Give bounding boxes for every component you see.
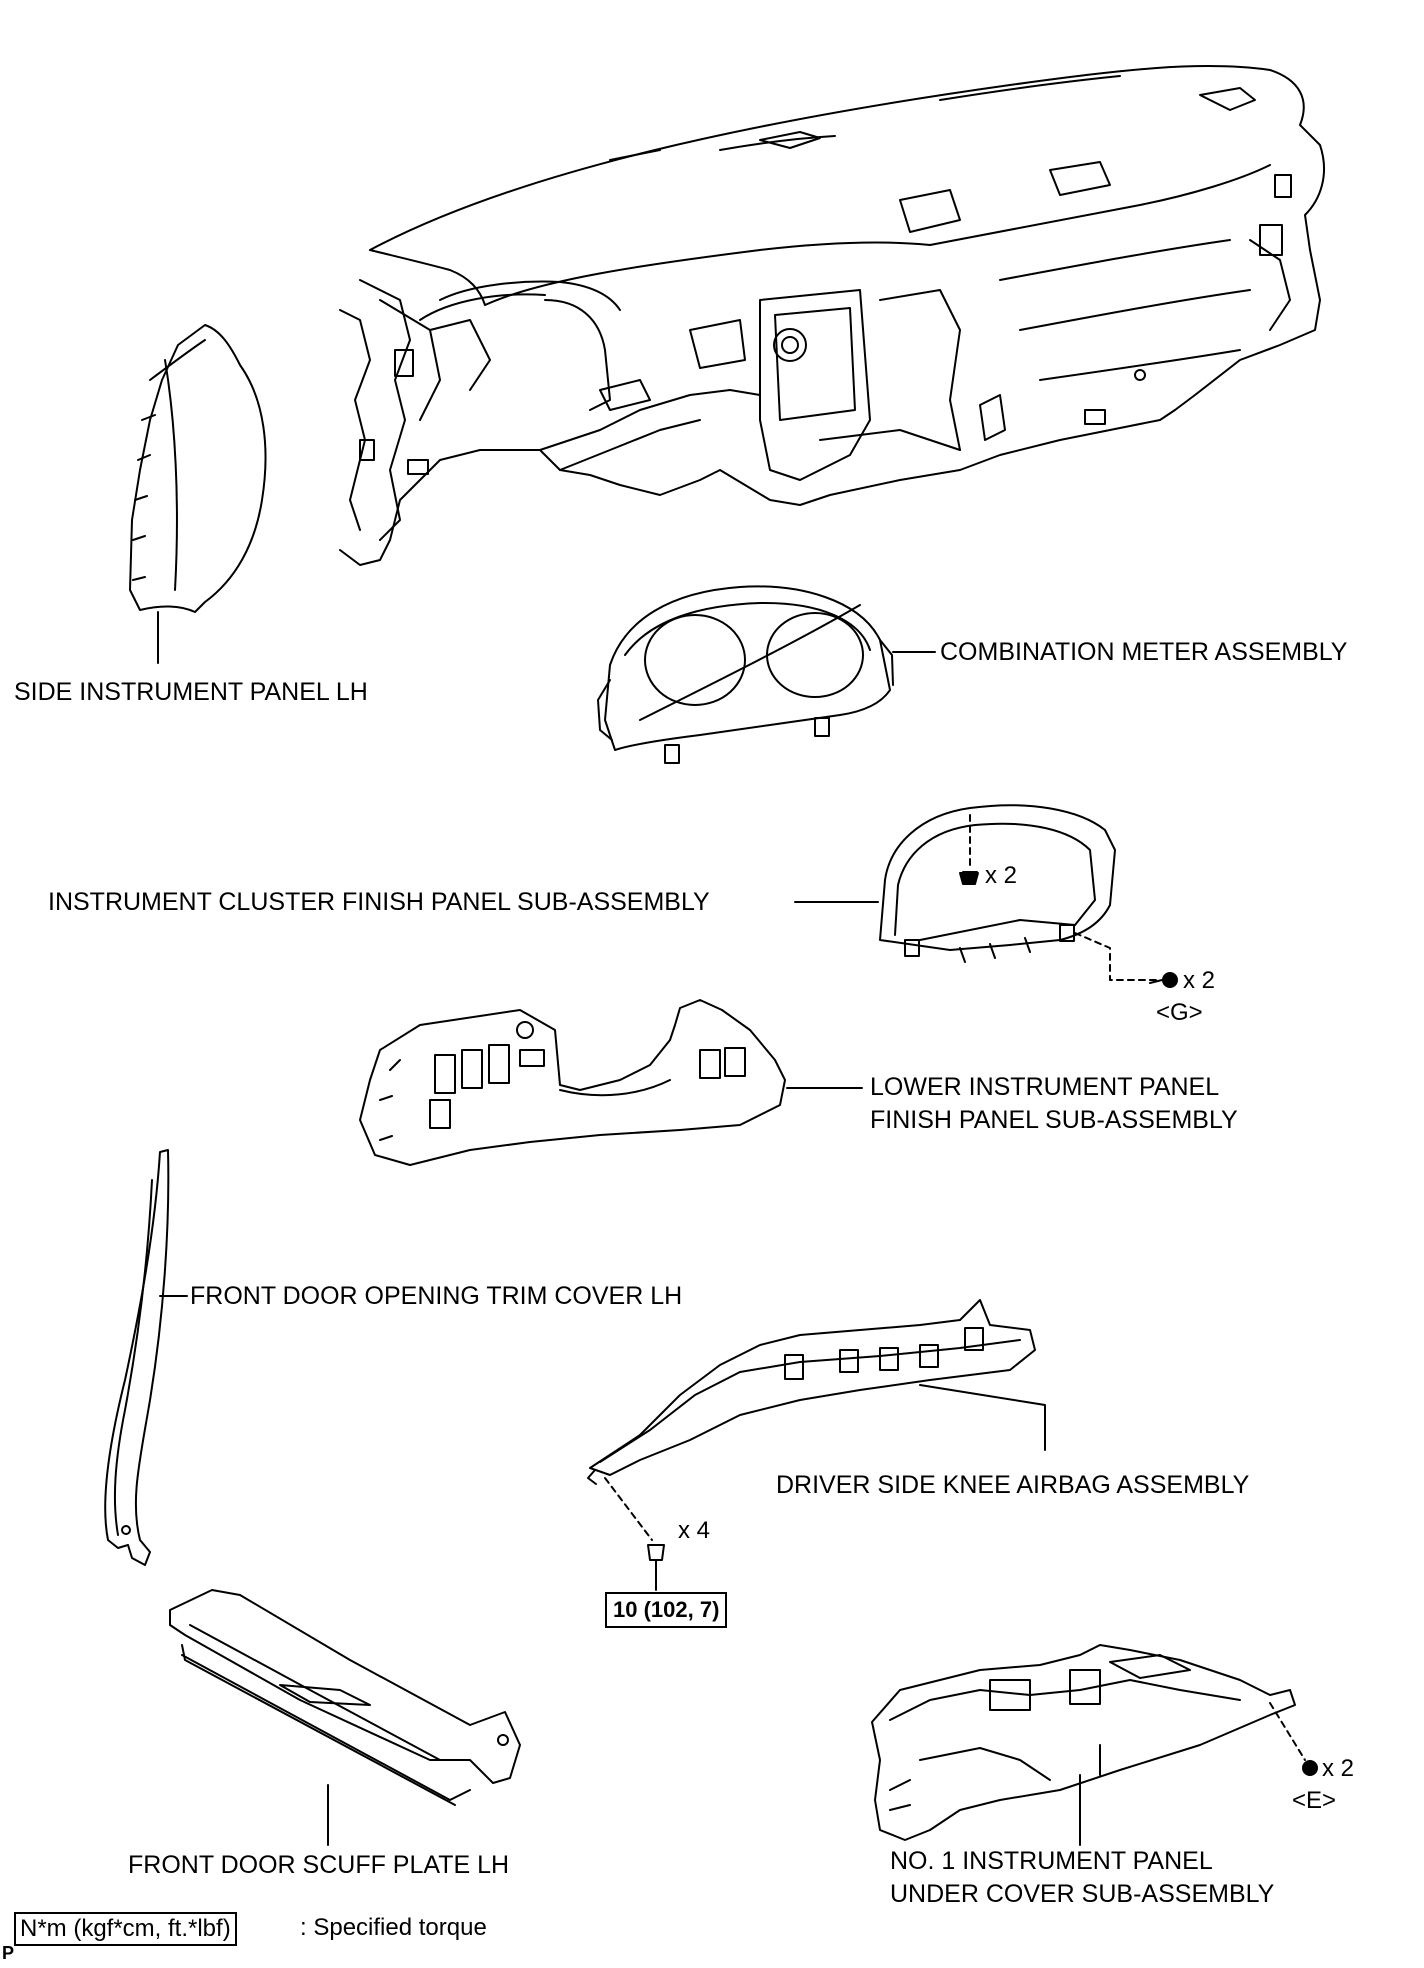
torque-legend-text: : Specified torque	[300, 1914, 487, 1941]
label-lower-panel-line1: LOWER INSTRUMENT PANEL	[870, 1073, 1220, 1101]
label-instrument-cluster-finish-panel: INSTRUMENT CLUSTER FINISH PANEL SUB-ASSE…	[48, 888, 710, 916]
driver-side-knee-airbag-assembly	[587, 1299, 1046, 1591]
label-under-cover-line1: NO. 1 INSTRUMENT PANEL	[890, 1847, 1213, 1875]
instrument-panel-assembly	[339, 64, 1325, 566]
screw-g-code: <G>	[1156, 999, 1203, 1026]
corner-mark: P	[2, 1943, 15, 1963]
clip-icon	[959, 872, 979, 885]
instrument-cluster-finish-panel	[794, 804, 1178, 988]
side-instrument-panel-lh	[129, 324, 267, 664]
combination-meter-assembly	[597, 585, 936, 764]
label-front-door-scuff-plate: FRONT DOOR SCUFF PLATE LH	[128, 1851, 510, 1879]
label-front-door-opening-trim-cover: FRONT DOOR OPENING TRIM COVER LH	[190, 1282, 683, 1310]
lower-instrument-panel-finish-panel	[359, 999, 863, 1166]
clip-quantity: x 2	[985, 862, 1018, 889]
no1-instrument-panel-under-cover	[871, 1644, 1318, 1846]
label-under-cover-line2: UNDER COVER SUB-ASSEMBLY	[890, 1880, 1275, 1908]
front-door-opening-trim-cover	[104, 1149, 188, 1566]
screw-e-quantity: x 2	[1322, 1755, 1355, 1782]
label-lower-panel-line2: FINISH PANEL SUB-ASSEMBLY	[870, 1106, 1238, 1134]
front-door-scuff-plate-lh	[169, 1589, 521, 1846]
screw-e-code: <E>	[1292, 1787, 1337, 1814]
label-side-instrument-panel-lh: SIDE INSTRUMENT PANEL LH	[14, 678, 368, 706]
label-combination-meter-assembly: COMBINATION METER ASSEMBLY	[940, 638, 1348, 666]
label-driver-side-knee-airbag: DRIVER SIDE KNEE AIRBAG ASSEMBLY	[776, 1471, 1250, 1499]
screw-g-quantity: x 2	[1183, 967, 1216, 994]
bolt-torque-spec: 10 (102, 7)	[605, 1592, 728, 1628]
torque-unit-legend: N*m (kgf*cm, ft.*lbf)	[14, 1912, 237, 1946]
bolt-quantity: x 4	[678, 1517, 711, 1544]
